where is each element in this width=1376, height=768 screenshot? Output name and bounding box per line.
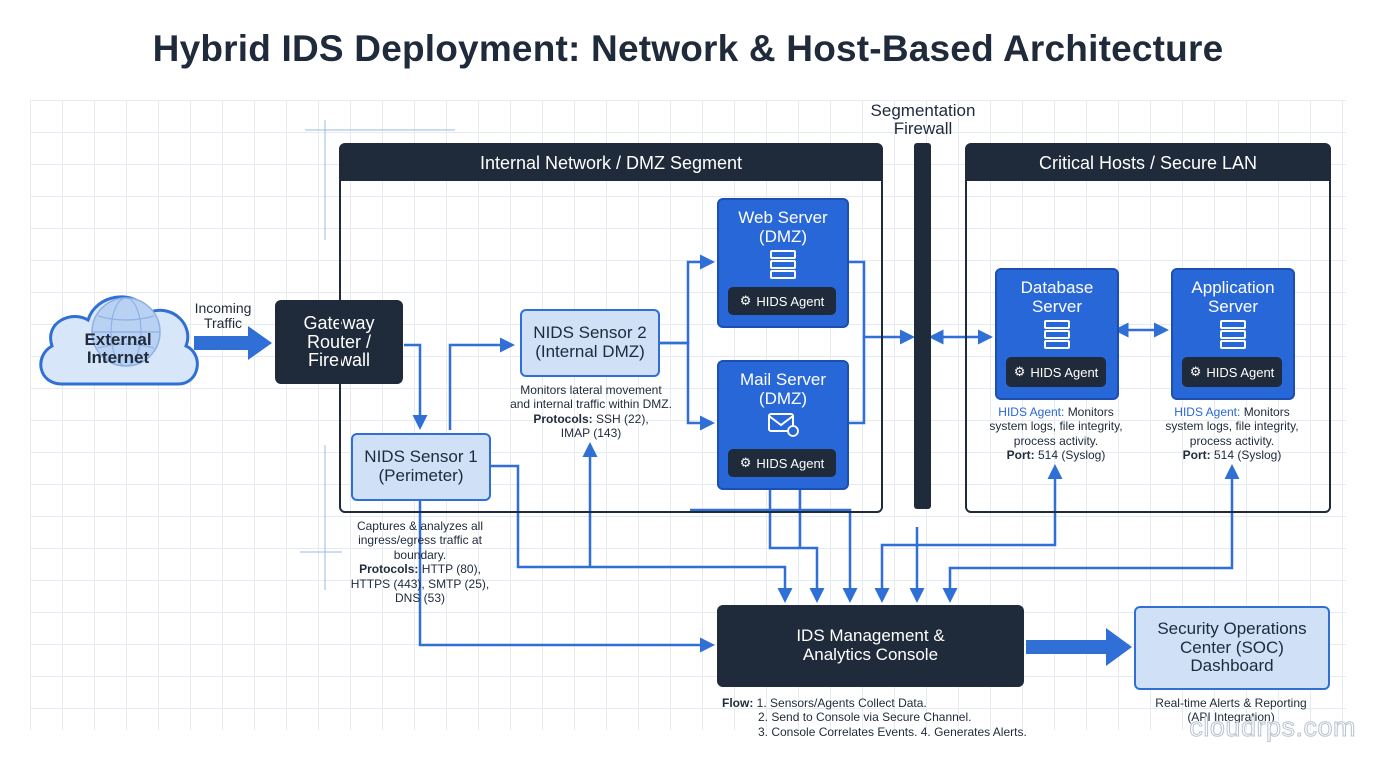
chip-icon: ⚙: [739, 455, 752, 470]
nids-sensor-1[interactable]: NIDS Sensor 1 (Perimeter): [351, 433, 491, 501]
soc-label-2: Center (SOC): [1180, 637, 1284, 657]
application-server[interactable]: Application Server ⚙HIDS Agent: [1171, 268, 1295, 400]
mail-server-label-2: (DMZ): [758, 388, 808, 408]
hids-agent-web[interactable]: ⚙HIDS Agent: [728, 287, 836, 315]
decorative-guides: [300, 120, 455, 590]
watermark: cloudrps.com: [1189, 712, 1356, 743]
console-label-2: Analytics Console: [802, 645, 939, 664]
app-server-description: HIDS Agent: Monitors system logs, file i…: [1165, 405, 1299, 463]
server-icon: [770, 250, 796, 280]
web-server-label-1: Web Server: [738, 208, 828, 227]
zone-secure-title: Critical Hosts / Secure LAN: [967, 145, 1329, 181]
external-internet-label: External Internet: [84, 330, 152, 367]
nids1-label-2: (Perimeter): [378, 466, 464, 485]
soc-label-3: Dashboard: [1190, 656, 1274, 676]
db-server-description: HIDS Agent: Monitors system logs, file i…: [989, 405, 1123, 463]
gateway-label-2: Router /: [306, 331, 371, 352]
nids1-label-1: NIDS Sensor 1: [364, 447, 478, 467]
web-server-label-2: (DMZ): [758, 226, 808, 246]
console-label-1: IDS Management &: [796, 626, 945, 646]
gateway-label-1: Gateway: [303, 312, 375, 333]
arrow-nids1-to-nids2: [448, 337, 515, 430]
app-server-label-1: Application: [1191, 278, 1275, 297]
arrow-app-to-console: [942, 470, 1234, 603]
arrow-nids1-to-console: [418, 500, 715, 653]
arrow-web-to-firewall: [846, 260, 915, 345]
chip-icon: ⚙: [1189, 364, 1202, 379]
nids2-label-2: (Internal DMZ): [535, 342, 645, 361]
soc-label-1: Security Operations: [1157, 618, 1307, 638]
globe-icon: [91, 297, 161, 367]
arrow-console-to-db: [874, 470, 1057, 603]
server-icon: [1044, 320, 1070, 350]
zone-dmz-title: Internal Network / DMZ Segment: [341, 145, 881, 181]
incoming-traffic-label: Incoming Traffic: [194, 300, 252, 331]
mail-server-label-1: Mail Server: [740, 370, 826, 389]
mail-icon: [768, 413, 799, 438]
arrow-gateway-to-nids1: [404, 343, 428, 430]
gateway-label-3: Firewall: [307, 350, 370, 371]
hids-agent-db[interactable]: ⚙HIDS Agent: [1006, 357, 1106, 387]
nids-sensor-2[interactable]: NIDS Sensor 2 (Internal DMZ): [520, 309, 660, 377]
cloud-icon: [39, 295, 199, 386]
server-icon: [1220, 320, 1246, 350]
database-server[interactable]: Database Server ⚙HIDS Agent: [995, 268, 1119, 400]
arrow-nids1-to-console-top: [490, 464, 793, 603]
hids-agent-app[interactable]: ⚙HIDS Agent: [1182, 357, 1282, 387]
mail-server[interactable]: Mail Server (DMZ) ⚙HIDS Agent: [717, 360, 849, 490]
arrow-console-to-soc: [1026, 628, 1132, 666]
db-server-label-2: Server: [1031, 296, 1083, 316]
db-server-label-1: Database: [1020, 278, 1094, 297]
segmentation-firewall-bar[interactable]: [914, 143, 931, 509]
console-flow-description: Flow: 1. Sensors/Agents Collect Data. 2.…: [722, 696, 1027, 739]
diagram-title: Hybrid IDS Deployment: Network & Host-Ba…: [152, 28, 1224, 69]
zone-secure-lan: Critical Hosts / Secure LAN: [965, 143, 1331, 513]
soc-dashboard[interactable]: Security Operations Center (SOC) Dashboa…: [1134, 606, 1330, 690]
chip-icon: ⚙: [1013, 364, 1026, 379]
app-server-label-2: Server: [1207, 296, 1259, 316]
web-server[interactable]: Web Server (DMZ) ⚙HIDS Agent: [717, 198, 849, 328]
line-mail-to-firewall: [846, 337, 866, 425]
arrow-dmz-to-console: [690, 508, 858, 603]
nids2-description: Monitors lateral movement and internal t…: [510, 383, 672, 441]
segmentation-firewall-label: Segmentation Firewall: [870, 101, 976, 138]
arrow-nids2-to-mail: [658, 341, 715, 431]
nids2-label-1: NIDS Sensor 2: [533, 323, 647, 343]
chip-icon: ⚙: [739, 293, 752, 308]
arrow-mail-to-console: [768, 484, 825, 603]
hids-agent-mail[interactable]: ⚙HIDS Agent: [728, 449, 836, 477]
soc-description: Real-time Alerts & Reporting (API Integr…: [1155, 696, 1307, 725]
ids-management-console[interactable]: IDS Management & Analytics Console: [717, 605, 1024, 687]
nids1-description: Captures & analyzes all ingress/egress t…: [350, 519, 490, 605]
arrow-internet-to-gateway: [194, 326, 272, 360]
zone-dmz: Internal Network / DMZ Segment: [339, 143, 883, 513]
